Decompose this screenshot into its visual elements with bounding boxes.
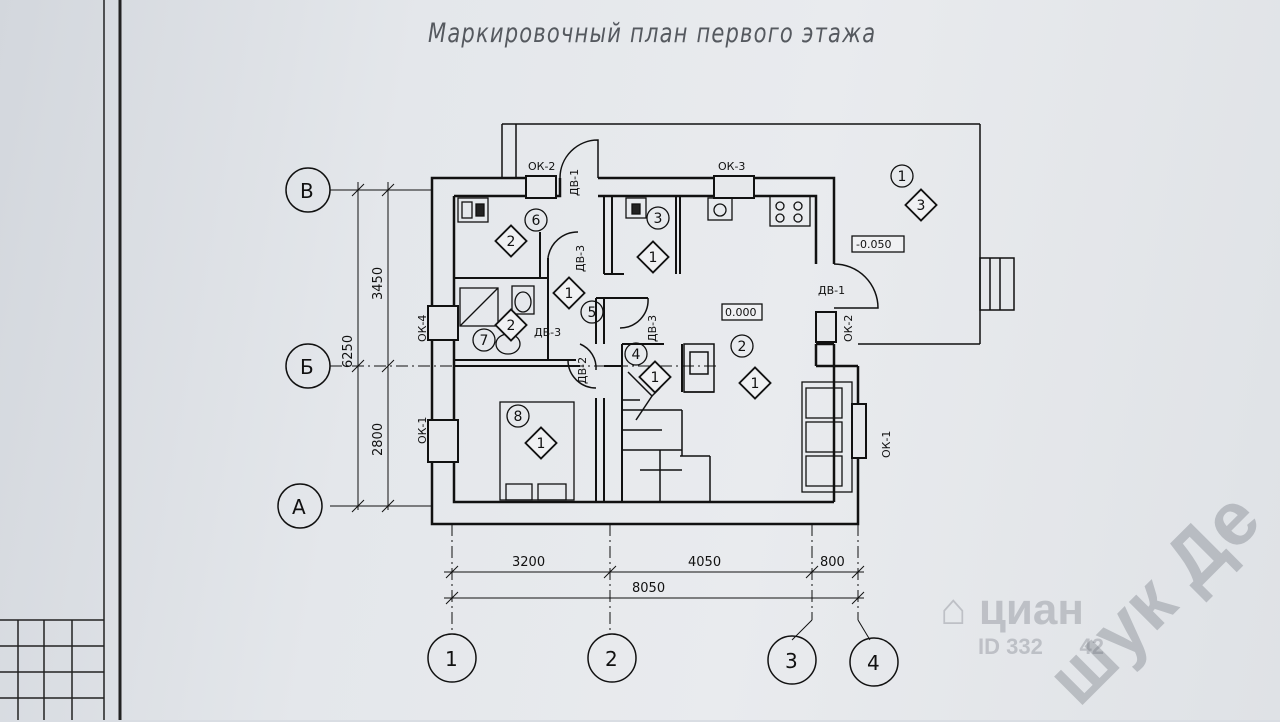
opening-labels: ОК-2 ОК-3 ОК-4 ОК-1 ОК-1 ОК-2 ДВ-1 ДВ-1 …	[416, 160, 893, 458]
fixtures	[457, 195, 853, 501]
interior-walls	[454, 196, 683, 502]
sheet-frame	[0, 0, 122, 720]
finish-numbers: 3 2 1 1 2 1 1 1	[507, 198, 926, 452]
label-dv3-b: ДВ-3	[534, 326, 561, 339]
finish-room6: 2	[507, 234, 516, 250]
label-dv2: ДВ-2	[576, 357, 589, 384]
axis-label-4: 4	[867, 651, 880, 675]
fireplace	[683, 343, 715, 393]
finish-room7: 2	[507, 318, 516, 334]
room-6: 6	[532, 213, 541, 229]
axis-bubble-a	[277, 483, 323, 529]
axis-bubble-4	[849, 637, 899, 687]
level-floor: 0.000	[725, 306, 757, 319]
watermark-logo: ⌂ циан	[940, 585, 1084, 635]
axis-label-v: В	[300, 179, 314, 203]
dimension-labels: 6250 3450 2800 3200 4050 800 8050	[341, 267, 845, 596]
room-numbers: 1 6 3 5 7 4 2 8	[480, 169, 907, 425]
staircase	[622, 371, 711, 502]
dim-left-total: 6250	[341, 335, 356, 368]
dimension-lines	[351, 182, 865, 605]
window-openings	[427, 175, 867, 463]
room-1: 1	[898, 169, 907, 185]
dim-bottom-total: 8050	[632, 581, 665, 596]
finish-room4: 1	[651, 370, 660, 386]
room-7: 7	[480, 333, 489, 349]
plan-title: Маркировочный план первого этажа	[428, 18, 877, 49]
terrace	[501, 123, 1015, 345]
level-labels: 0.000 -0.050	[725, 238, 891, 319]
watermark-id: ID 332 42	[978, 634, 1104, 659]
level-terrace: -0.050	[856, 238, 891, 251]
label-ok2-right: ОК-2	[842, 315, 855, 342]
finish-room3: 1	[649, 250, 658, 266]
dim-bottom-2: 4050	[688, 555, 721, 570]
dim-left-lower: 2800	[371, 423, 386, 456]
axis-label-1: 1	[445, 647, 458, 671]
label-ok1-right: ОК-1	[880, 431, 893, 458]
room-circles	[472, 164, 914, 428]
dim-left-upper: 3450	[371, 267, 386, 300]
axis-label-2: 2	[605, 647, 618, 671]
axis-bubble-b	[285, 343, 331, 389]
door-swings	[547, 139, 879, 389]
label-dv1-right: ДВ-1	[818, 284, 845, 297]
room-8: 8	[514, 409, 523, 425]
finish-diamonds	[494, 188, 938, 460]
label-dv3-a: ДВ-3	[574, 245, 587, 272]
axis-bubble-2	[587, 633, 637, 683]
finish-terrace: 3	[917, 198, 926, 214]
label-ok3: ОК-3	[718, 160, 745, 173]
dim-bottom-3: 800	[820, 555, 845, 570]
axis-label-a: А	[292, 495, 306, 519]
axis-label-3: 3	[785, 649, 798, 673]
room-5: 5	[588, 305, 597, 321]
label-ok1-left: ОК-1	[416, 417, 429, 444]
level-boxes	[721, 235, 905, 321]
finish-room8: 1	[537, 436, 546, 452]
label-ok2-top: ОК-2	[528, 160, 555, 173]
label-dv3-c: ДВ-3	[646, 315, 659, 342]
watermark-house-icon: ⌂	[940, 585, 967, 634]
finish-room5: 1	[565, 286, 574, 302]
axis-bubble-v	[285, 167, 331, 213]
room-4: 4	[632, 347, 641, 363]
axis-labels: В Б А 1 2 3 4	[292, 179, 880, 675]
axis-label-b: Б	[300, 355, 314, 379]
axis-bubble-3	[767, 635, 817, 685]
label-dv1-top: ДВ-1	[568, 169, 581, 196]
finish-living: 1	[751, 376, 760, 392]
dim-bottom-1: 3200	[512, 555, 545, 570]
watermark-brand: циан	[978, 585, 1084, 634]
axis-markers	[277, 167, 899, 687]
label-ok4: ОК-4	[416, 315, 429, 342]
exterior-walls	[430, 176, 860, 526]
axis-bubble-1	[427, 633, 477, 683]
room-2: 2	[738, 339, 747, 355]
room-3: 3	[654, 211, 663, 227]
